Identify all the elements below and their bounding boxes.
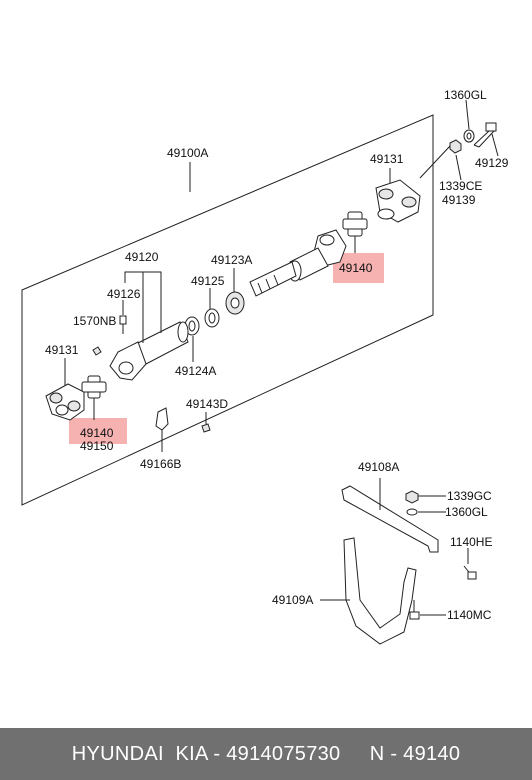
grease-fitting-49126 [119,315,127,334]
label-49129: 49129 [475,156,509,170]
label-49123A: 49123A [211,253,252,267]
bearing-49123A [225,291,245,315]
label-49143D: 49143D [186,397,228,411]
label-1360GL-bottom: 1360GL [445,505,488,519]
footer-part-number: HYUNDAI KIA - 4914075730 N - 49140 [71,742,461,765]
label-1570NB: 1570NB [73,314,116,328]
bolt-1140MC [409,600,420,620]
label-49126: 49126 [107,287,141,301]
label-1140HE: 1140HE [450,535,492,549]
label-49140-top: 49140 [339,261,373,275]
washer-1360GL-bottom [406,508,418,516]
bolt-1140HE [463,565,477,580]
leader-fastener-to-flange [419,145,451,179]
label-49131-top: 49131 [370,152,404,166]
label-1339GC: 1339GC [447,489,492,503]
label-49150: 49150 [80,439,114,453]
label-49100A: 49100A [167,146,208,160]
footer-bar: HYUNDAI KIA - 4914075730 N - 49140 [0,728,532,780]
bracket-49166B [155,407,169,452]
label-49125: 49125 [191,274,225,288]
label-49166B: 49166B [140,457,181,471]
nut-1339CE [449,139,462,154]
label-1339CE: 1339CE [439,179,482,193]
ring-49125 [204,308,220,328]
label-1360GL-top: 1360GL [444,88,487,102]
parts-diagram: 1360GL 49129 1339CE 49139 49131 49100A 4… [21,88,509,645]
bolt-49143D [201,423,211,433]
label-49108A: 49108A [358,460,399,474]
highlight-49140-bottom [69,418,127,444]
label-49131-left: 49131 [45,343,79,357]
bolt-49129 [473,122,497,148]
label-49139: 49139 [442,193,476,207]
shaft-front-section [249,247,329,297]
ring-49124A [184,316,200,336]
label-49109A: 49109A [272,593,313,607]
strap-49109A [343,537,417,645]
label-49120: 49120 [125,250,159,264]
label-49124A: 49124A [175,364,216,378]
shaft-tube-49120 [109,321,189,381]
washer-1360GL [463,129,475,143]
flange-yoke-49131-left [45,383,85,421]
universal-joint-49140-top [342,211,368,253]
label-1140MC: 1140MC [447,608,492,622]
leader-1360GL-top [465,99,470,130]
leader-49129 [491,133,499,157]
universal-joint-49140-bottom [81,375,107,420]
leader-1339CE [455,154,462,181]
bracket-49108A [341,478,439,553]
nut-1339GC [405,490,419,504]
assembly-outline [21,114,434,506]
flange-yoke-49131-top [375,179,421,223]
fitting-1570NB [92,346,102,356]
label-49140-bottom: 49140 [80,426,114,440]
